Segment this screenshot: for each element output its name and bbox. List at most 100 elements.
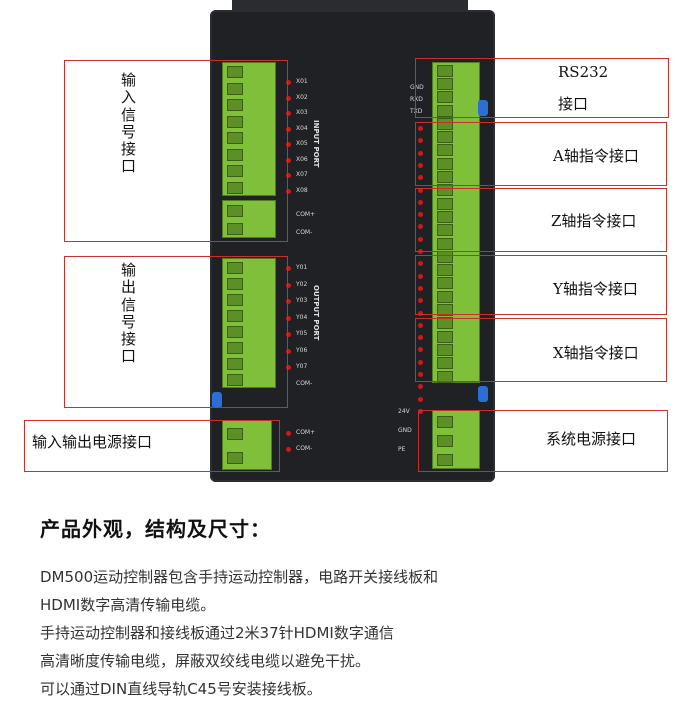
sys-power-pin-label: 24V bbox=[398, 408, 410, 415]
terminal-screw bbox=[227, 358, 243, 370]
axis-led bbox=[418, 273, 423, 279]
terminal-screw bbox=[437, 370, 453, 383]
output-led bbox=[286, 365, 291, 370]
rs232-label-line1: RS232 bbox=[558, 63, 609, 81]
terminal-screw bbox=[437, 64, 453, 77]
input-terminal-block bbox=[222, 62, 276, 196]
rs232-pin-label: GND bbox=[410, 84, 424, 91]
output-pin-label: Y03 bbox=[296, 297, 308, 304]
terminal-screw bbox=[227, 82, 243, 95]
axis-led bbox=[418, 150, 423, 156]
terminal-screw bbox=[437, 91, 453, 104]
terminal-screw bbox=[437, 317, 453, 330]
rs232-pin-label: TXD bbox=[410, 108, 423, 115]
input-port-title: INPUT PORT bbox=[312, 120, 320, 168]
terminal-screw bbox=[437, 117, 453, 130]
input-led bbox=[286, 157, 291, 163]
axis-led bbox=[418, 408, 423, 414]
io-power-box bbox=[24, 420, 280, 472]
terminal-screw bbox=[437, 171, 453, 184]
input-com-terminal bbox=[222, 200, 276, 238]
sys-power-box bbox=[418, 410, 668, 472]
x-axis-box bbox=[415, 318, 667, 382]
input-pin-label: X01 bbox=[296, 78, 308, 85]
axis-led bbox=[418, 347, 423, 353]
terminal-screw bbox=[437, 357, 453, 370]
axis-led bbox=[418, 298, 423, 304]
terminal-screw bbox=[227, 374, 243, 386]
input-pin-label: X04 bbox=[296, 124, 308, 132]
io-power-terminal bbox=[222, 420, 272, 470]
axis-led bbox=[418, 224, 423, 230]
blue-clip bbox=[478, 100, 488, 116]
z-axis-box bbox=[415, 188, 667, 252]
output-terminal-block bbox=[222, 258, 276, 388]
terminal-screw bbox=[437, 415, 453, 428]
terminal-screw bbox=[227, 428, 243, 440]
axis-led bbox=[418, 322, 423, 328]
output-led bbox=[286, 348, 291, 354]
output-led bbox=[286, 332, 291, 337]
output-pin-label: Y05 bbox=[296, 330, 308, 337]
terminal-screw bbox=[227, 115, 243, 128]
output-pin-label: Y06 bbox=[296, 346, 308, 354]
power-pin-label: COM- bbox=[296, 445, 313, 452]
input-com-label: COM+ bbox=[296, 211, 316, 218]
axis-led bbox=[418, 310, 423, 316]
description-line-2: HDMI数字高清传输电缆。 bbox=[40, 596, 216, 614]
terminal-screw bbox=[437, 77, 453, 90]
input-led bbox=[286, 111, 291, 116]
axis-led bbox=[418, 261, 423, 267]
a-axis-label: A轴指令接口 bbox=[553, 147, 639, 165]
terminal-screw bbox=[437, 131, 453, 144]
output-pin-label: Y02 bbox=[296, 280, 308, 288]
axis-led bbox=[418, 285, 423, 291]
terminal-screw bbox=[437, 290, 453, 303]
input-led bbox=[286, 126, 291, 132]
terminal-screw bbox=[437, 343, 453, 356]
terminal-screw bbox=[437, 330, 453, 343]
axis-led bbox=[418, 212, 423, 218]
input-pin-label: X07 bbox=[296, 171, 308, 178]
io-power-label: 输入输出电源接口 bbox=[32, 433, 153, 451]
terminal-screw bbox=[227, 342, 243, 354]
power-led bbox=[286, 447, 291, 452]
axis-led bbox=[418, 138, 423, 144]
terminal-screw bbox=[437, 277, 453, 290]
description-line-5: 可以通过DIN直线导轨C45号安装接线板。 bbox=[40, 680, 322, 698]
terminal-screw bbox=[227, 205, 243, 217]
output-signal-label: 输出信号接口 bbox=[121, 261, 137, 366]
terminal-screw bbox=[437, 104, 453, 117]
input-com-label: COM- bbox=[296, 229, 313, 236]
axis-led bbox=[418, 175, 423, 181]
axis-led bbox=[418, 372, 423, 377]
axis-led bbox=[418, 384, 423, 390]
section-heading: 产品外观，结构及尺寸： bbox=[40, 517, 271, 541]
power-pin-label: COM+ bbox=[296, 429, 316, 436]
output-led bbox=[286, 282, 291, 288]
y-axis-label: Y轴指令接口 bbox=[553, 280, 638, 298]
input-led bbox=[286, 80, 291, 85]
axis-led bbox=[418, 236, 423, 242]
output-led bbox=[286, 315, 291, 321]
z-axis-label: Z轴指令接口 bbox=[551, 212, 637, 230]
axis-led bbox=[418, 162, 423, 168]
terminal-screw bbox=[227, 294, 243, 306]
right-terminal-block bbox=[432, 62, 480, 384]
blue-clip bbox=[478, 386, 488, 402]
rs232-box bbox=[415, 58, 669, 118]
y-axis-box bbox=[415, 255, 667, 315]
terminal-screw bbox=[437, 264, 453, 277]
terminal-screw bbox=[437, 434, 453, 447]
description-line-1: DM500运动控制器包含手持运动控制器，电路开关接线板和 bbox=[40, 568, 439, 586]
axis-led bbox=[418, 335, 423, 341]
power-led bbox=[286, 431, 291, 436]
output-pin-label: Y04 bbox=[296, 313, 308, 321]
axis-led bbox=[418, 187, 423, 193]
sys-power-pin-label: GND bbox=[398, 427, 412, 434]
terminal-screw bbox=[227, 262, 243, 274]
terminal-screw bbox=[437, 197, 453, 210]
axis-led bbox=[418, 199, 423, 205]
input-signal-box bbox=[64, 60, 288, 242]
blue-clip bbox=[212, 392, 222, 408]
